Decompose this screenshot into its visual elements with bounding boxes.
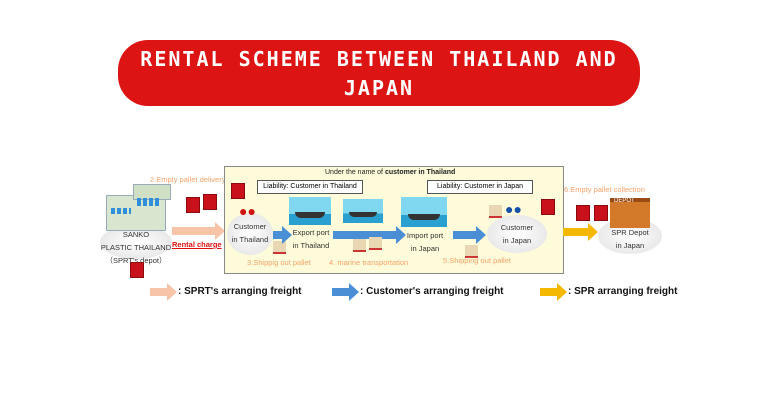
legend-customer-label: : Customer's arranging freight [360, 286, 504, 297]
sanko-building-icon [106, 184, 171, 231]
pallet-icon [203, 194, 217, 210]
customer-freight-arrow [453, 226, 486, 244]
pallet-icon [186, 197, 200, 213]
sd-line2: in Japan [615, 241, 645, 250]
ep-line2: in Thailand [292, 241, 330, 250]
legend-spr-label: : SPR arranging freight [568, 286, 678, 297]
sprt-freight-arrow [172, 222, 225, 240]
export-port-label: Export port in Thailand [283, 226, 339, 252]
customer-freight-arrow [273, 226, 292, 244]
ep-line1: Export port [292, 228, 330, 237]
step4-label: 4. marine transportation [329, 258, 409, 267]
pallet-icon [576, 205, 590, 221]
depot-sign: DEPOT [614, 198, 635, 204]
liability-thailand: Liability: Customer in Thailand [257, 180, 363, 194]
sanko-line3: （SPRT's depot） [105, 256, 167, 265]
customer-japan-label: Customer in Japan [487, 221, 547, 247]
pallet-box-icon [353, 239, 366, 252]
customer-thailand-scope-box: Under the name of customer in Thailand L… [224, 166, 564, 274]
ip-line1: Import port [406, 231, 444, 240]
pallet-box-icon [489, 205, 502, 218]
liability-japan: Liability: Customer in Japan [427, 180, 533, 194]
pallet-icon [231, 183, 245, 199]
customer-thailand-label: Customer in Thailand [225, 220, 275, 246]
step5-label: 5.Shipping out pallet [443, 256, 511, 265]
title-line2: - BULK CHARGE SCHEME - [224, 105, 534, 129]
sd-line1: SPR Depot [611, 228, 649, 237]
pallet-box-icon [465, 245, 478, 258]
ip-line2: in Japan [410, 244, 440, 253]
pallet-icon [130, 262, 144, 278]
pallet-icon [594, 205, 608, 221]
box-header: Under the name of customer in Thailand [325, 169, 455, 176]
box-header-prefix: Under the name of [325, 169, 385, 176]
person-icon: ●● [505, 201, 522, 217]
legend-customer-arrow [332, 283, 359, 301]
pallet-icon [541, 199, 555, 215]
customer-japan-ellipse [487, 215, 547, 253]
step2-label: 2.Empty pallet delivery [150, 175, 226, 184]
rental-charge-label: Rental charge [172, 240, 222, 249]
cj-line2: in Japan [502, 236, 532, 245]
legend-sprt-arrow [150, 283, 177, 301]
ct-line1: Customer [233, 222, 267, 231]
depot-building-icon: DEPOT [610, 198, 650, 228]
customer-freight-arrow [333, 226, 406, 244]
step3-label: 3.Shippig out pallet [247, 258, 311, 267]
box-header-bold: customer in Thailand [384, 169, 456, 176]
pallet-box-icon [369, 237, 382, 250]
title-banner: RENTAL SCHEME BETWEEN THAILAND AND JAPAN… [118, 40, 640, 129]
marine-ship-icon [343, 199, 383, 223]
pallet-box-icon [273, 241, 286, 254]
title-line1: RENTAL SCHEME BETWEEN THAILAND AND JAPAN [140, 47, 618, 100]
spr-freight-arrow [563, 223, 598, 241]
sanko-label: SANKO PLASTIC THAILAND （SPRT's depot） [90, 228, 182, 267]
ct-line2: in Thailand [231, 235, 269, 244]
step6-label: 6.Empty pallet collection [564, 185, 645, 194]
cj-line1: Customer [500, 223, 534, 232]
person-icon: ●● [239, 203, 256, 219]
legend-spr-arrow [540, 283, 567, 301]
import-port-label: Import port in Japan [395, 229, 455, 255]
export-ship-icon [289, 197, 331, 225]
sanko-line1: SANKO [122, 230, 150, 239]
import-ship-icon [401, 197, 447, 227]
customer-thailand-ellipse [227, 213, 273, 255]
sanko-line2: PLASTIC THAILAND [100, 243, 172, 252]
spr-depot-label: SPR Depot in Japan [598, 226, 662, 252]
legend-sprt-label: : SPRT's arranging freight [178, 286, 302, 297]
